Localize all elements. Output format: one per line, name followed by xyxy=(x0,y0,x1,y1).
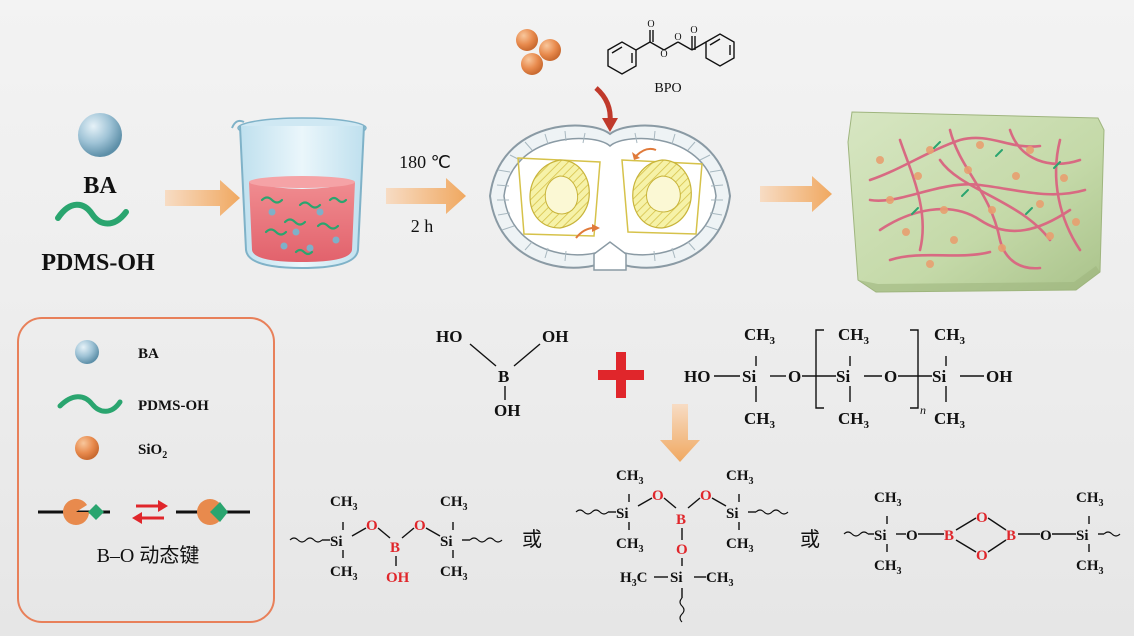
svg-text:B: B xyxy=(944,528,954,544)
svg-text:CH3: CH3 xyxy=(934,325,966,347)
beaker-icon xyxy=(231,117,367,270)
reaction-arrow xyxy=(660,404,700,462)
feed-arrow xyxy=(594,86,613,123)
svg-text:OH: OH xyxy=(542,327,568,346)
svg-text:CH3: CH3 xyxy=(1076,490,1104,509)
svg-text:O: O xyxy=(1040,528,1052,544)
svg-text:CH3: CH3 xyxy=(440,564,468,583)
svg-text:CH3: CH3 xyxy=(330,564,358,583)
svg-text:CH3: CH3 xyxy=(874,490,902,509)
svg-text:OH: OH xyxy=(386,570,410,586)
process-arrow-3 xyxy=(760,176,832,212)
svg-text:CH3: CH3 xyxy=(616,536,644,555)
svg-text:n: n xyxy=(920,403,926,417)
svg-text:B: B xyxy=(390,540,400,556)
legend-bond-label: B–O 动态键 xyxy=(97,544,200,567)
temperature-label: 180 ℃ xyxy=(399,152,451,172)
svg-text:Si: Si xyxy=(742,367,756,386)
svg-text:OH: OH xyxy=(986,367,1012,386)
product-structure-3: Si CH3 CH3 O B O O B O Si CH3 CH3 xyxy=(843,490,1121,577)
svg-text:B: B xyxy=(1006,528,1016,544)
bpo-structure: O O O O xyxy=(607,19,735,75)
pdms-chain-icon xyxy=(55,201,129,227)
svg-text:Si: Si xyxy=(874,528,887,544)
svg-text:Si: Si xyxy=(726,506,739,522)
ba-sphere-icon xyxy=(78,113,122,157)
svg-text:HO: HO xyxy=(684,367,710,386)
svg-text:O: O xyxy=(652,488,664,504)
feed-arrow-head xyxy=(602,118,618,132)
svg-text:CH3: CH3 xyxy=(616,468,644,487)
svg-text:O: O xyxy=(690,25,697,36)
svg-text:CH3: CH3 xyxy=(874,558,902,577)
svg-text:H3C: H3C xyxy=(620,570,648,589)
svg-text:Si: Si xyxy=(440,534,453,550)
svg-text:CH3: CH3 xyxy=(706,570,734,589)
svg-text:Si: Si xyxy=(330,534,343,550)
svg-text:CH3: CH3 xyxy=(744,325,776,347)
svg-text:O: O xyxy=(976,510,988,526)
pdms-oh-structure: HO Si CH3 CH3 O Si CH3 CH3 O n Si CH3 CH… xyxy=(684,325,1012,431)
svg-text:CH3: CH3 xyxy=(1076,558,1104,577)
pdms-label: PDMS-OH xyxy=(41,250,155,276)
svg-text:O: O xyxy=(676,542,688,558)
svg-text:CH3: CH3 xyxy=(838,325,870,347)
product-structure-2: Si CH3 CH3 O B O Si CH3 CH3 O H3C Si CH3 xyxy=(575,468,789,623)
process-arrow-1 xyxy=(165,180,240,216)
internal-mixer-icon xyxy=(488,124,732,271)
legend-pdms-icon xyxy=(57,394,123,414)
svg-text:CH3: CH3 xyxy=(440,494,468,513)
legend-sio2-label: SiO2 xyxy=(138,442,167,461)
boric-acid-structure: HO OH B OH xyxy=(436,327,568,420)
svg-text:O: O xyxy=(660,49,667,60)
legend-sio2-icon xyxy=(75,436,99,460)
ba-label: BA xyxy=(83,173,117,199)
svg-text:O: O xyxy=(906,528,918,544)
legend-ba-icon xyxy=(75,340,99,364)
svg-text:HO: HO xyxy=(436,327,462,346)
svg-text:CH3: CH3 xyxy=(726,536,754,555)
process-arrow-2 xyxy=(386,178,466,214)
svg-text:Si: Si xyxy=(1076,528,1089,544)
or-label-1: 或 xyxy=(522,528,542,551)
legend-box: BA PDMS-OH SiO2 B–O 动态键 xyxy=(17,317,275,623)
legend-ba-label: BA xyxy=(138,346,159,362)
bpo-label: BPO xyxy=(654,81,681,96)
product-structure-1: Si CH3 CH3 O B O OH Si CH3 CH3 xyxy=(289,494,503,586)
svg-text:CH3: CH3 xyxy=(838,409,870,431)
svg-text:Si: Si xyxy=(616,506,629,522)
svg-text:O: O xyxy=(674,32,681,43)
svg-text:Si: Si xyxy=(836,367,850,386)
svg-text:B: B xyxy=(676,512,686,528)
svg-text:CH3: CH3 xyxy=(330,494,358,513)
svg-text:O: O xyxy=(788,367,801,386)
composite-network-icon xyxy=(847,111,1105,293)
dynamic-bond-icon xyxy=(38,498,250,525)
sio2-particles-icon xyxy=(516,29,561,75)
legend-pdms-label: PDMS-OH xyxy=(138,398,209,414)
svg-text:CH3: CH3 xyxy=(744,409,776,431)
svg-text:Si: Si xyxy=(670,570,683,586)
plus-icon xyxy=(598,352,644,398)
or-label-2: 或 xyxy=(800,528,820,551)
svg-text:CH3: CH3 xyxy=(934,409,966,431)
time-label: 2 h xyxy=(411,216,434,236)
svg-text:O: O xyxy=(700,488,712,504)
svg-text:CH3: CH3 xyxy=(726,468,754,487)
svg-text:O: O xyxy=(414,518,426,534)
svg-text:B: B xyxy=(498,367,509,386)
svg-text:O: O xyxy=(366,518,378,534)
svg-text:OH: OH xyxy=(494,401,520,420)
svg-text:O: O xyxy=(884,367,897,386)
svg-text:O: O xyxy=(647,19,654,30)
svg-text:Si: Si xyxy=(932,367,946,386)
svg-text:O: O xyxy=(976,548,988,564)
